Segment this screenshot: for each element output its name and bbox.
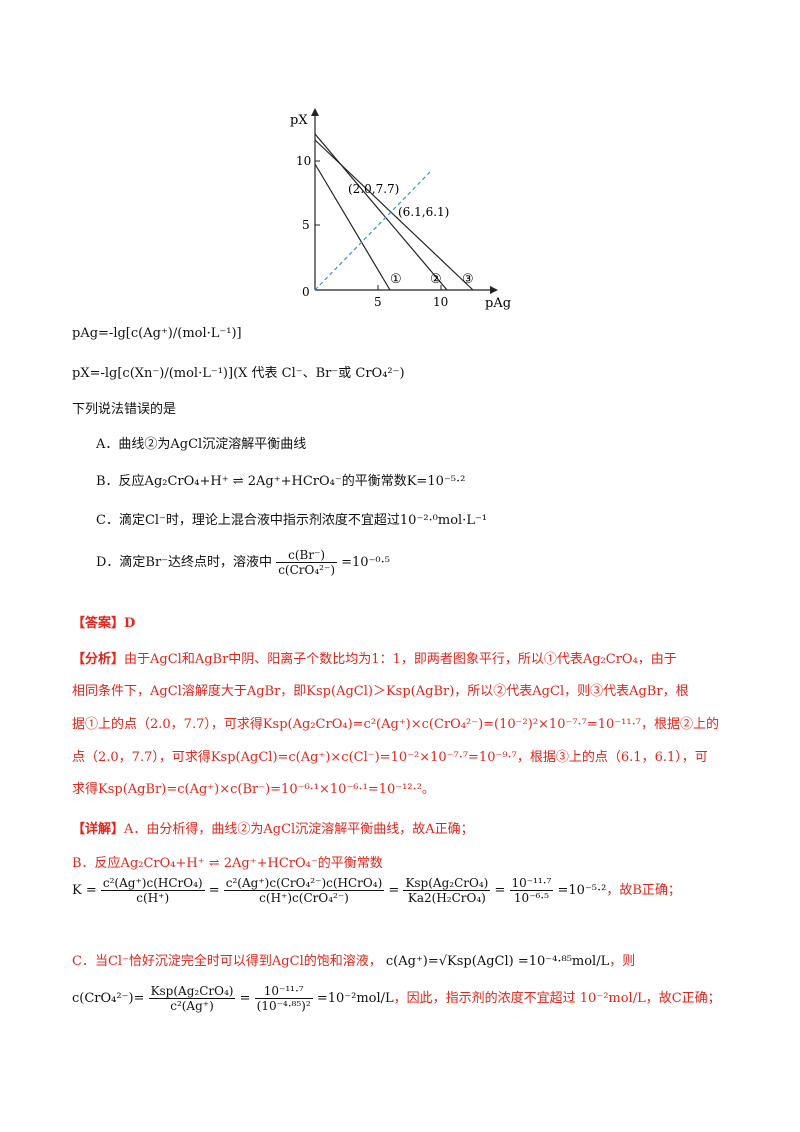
y-axis-label: pX <box>290 113 308 128</box>
y-tick-label-10: 10 <box>296 154 311 168</box>
curve-3 <box>314 139 474 291</box>
analysis-line-5: 求得Ksp(AgBr)=c(Ag⁺)×c(Br⁻)=10⁻⁶·¹×10⁻⁶·¹=… <box>72 782 435 797</box>
answer-tag: 【答案】 <box>72 616 125 631</box>
analysis-tag: 【分析】 <box>72 652 125 667</box>
detail-b-frac-1-num: c²(Ag⁺)c(HCrO₄) <box>100 876 205 891</box>
y-tick-label-0: 0 <box>302 285 310 299</box>
option-d-denominator: c(CrO₄²⁻) <box>278 563 335 577</box>
detail-c-frac-2-den: (10⁻⁴·⁸⁵)² <box>256 999 311 1013</box>
detail-b-k: K = <box>72 883 97 898</box>
detail-b-frac-1: c²(Ag⁺)c(HCrO₄) c(H⁺) <box>100 876 205 905</box>
detail-tag: 【详解】 <box>72 822 125 837</box>
detail-b-result: =10⁻⁵·² <box>557 883 607 898</box>
detail-b-head: B．反应Ag₂CrO₄+H⁺ ⇌ 2Ag⁺+HCrO₄⁻的平衡常数 <box>72 856 383 871</box>
detail-c-lhs: c(CrO₄²⁻)= <box>72 991 145 1006</box>
detail-b-frac-2-den: c(H⁺)c(CrO₄²⁻) <box>259 891 349 905</box>
detail-c-frac-1: Ksp(Ag₂CrO₄) c²(Ag⁺) <box>148 984 236 1013</box>
answer-line: 【答案】D <box>72 612 135 631</box>
option-d: D．滴定Br⁻达终点时，溶液中 c(Br⁻) c(CrO₄²⁻) =10⁻⁰·⁵ <box>96 548 390 577</box>
curve-label-1: ① <box>390 272 402 287</box>
option-a: A．曲线②为AgCl沉淀溶解平衡曲线 <box>96 437 307 452</box>
detail-b-frac-2: c²(Ag⁺)c(CrO₄²⁻)c(HCrO₄) c(H⁺)c(CrO₄²⁻) <box>223 876 385 905</box>
detail-c-head: C．当Cl⁻恰好沉淀完全时可以得到AgCl的饱和溶液， <box>72 954 382 969</box>
x-axis-arrow-icon <box>490 286 498 294</box>
detail-c-frac-2: 10⁻¹¹·⁷ (10⁻⁴·⁸⁵)² <box>254 984 313 1013</box>
def-pag: pAg=-lg[c(Ag⁺)/(mol·L⁻¹)] <box>72 326 242 341</box>
graph-svg: pX pAg 10 5 0 5 10 (2.0,7.7) (6.1,6.1) ①… <box>290 108 511 311</box>
analysis-line-3: 据①上的点（2.0，7.7），可求得Ksp(Ag₂CrO₄)=c²(Ag⁺)×c… <box>72 717 719 732</box>
x-axis-label: pAg <box>485 296 511 311</box>
detail-c-frac-1-den: c²(Ag⁺) <box>170 999 214 1013</box>
answer-value: D <box>124 616 136 631</box>
detail-b-formula: K = c²(Ag⁺)c(HCrO₄) c(H⁺) = c²(Ag⁺)c(CrO… <box>72 876 681 905</box>
option-c: C．滴定Cl⁻时，理论上混合液中指示剂浓度不宜超过10⁻²·⁰mol·L⁻¹ <box>96 513 488 528</box>
option-b: B．反应Ag₂CrO₄+H⁺ ⇌ 2Ag⁺+HCrO₄⁻的平衡常数K=10⁻⁵·… <box>96 474 466 489</box>
detail-line-a: 【详解】A．由分析得，曲线②为AgCl沉淀溶解平衡曲线，故A正确； <box>72 818 474 837</box>
detail-b-frac-3-den: Ka2(H₂CrO₄) <box>407 891 486 905</box>
curve-1 <box>314 163 391 291</box>
detail-b-frac-3-num: Ksp(Ag₂CrO₄) <box>403 876 491 891</box>
detail-b-frac-1-den: c(H⁺) <box>136 891 170 905</box>
detail-a: A．由分析得，曲线②为AgCl沉淀溶解平衡曲线，故A正确； <box>124 822 474 837</box>
point-label-b: (6.1,6.1) <box>398 205 449 219</box>
detail-c-result: =10⁻²mol/L <box>316 991 394 1006</box>
option-d-prefix: D．滴定Br⁻达终点时，溶液中 <box>96 555 273 570</box>
option-d-fraction: c(Br⁻) c(CrO₄²⁻) <box>276 548 337 577</box>
detail-c-eq: c(Ag⁺)=√Ksp(AgCl) =10⁻⁴·⁸⁵mol/L <box>385 954 610 969</box>
detail-b-frac-3: Ksp(Ag₂CrO₄) Ka2(H₂CrO₄) <box>403 876 491 905</box>
precipitation-graph: pX pAg 10 5 0 5 10 (2.0,7.7) (6.1,6.1) ①… <box>280 100 520 315</box>
y-tick-label-5: 5 <box>302 218 310 232</box>
detail-b-frac-4-num: 10⁻¹¹·⁷ <box>509 876 554 891</box>
question-stem: 下列说法错误的是 <box>72 402 177 417</box>
detail-c-line-1: C．当Cl⁻恰好沉淀完全时可以得到AgCl的饱和溶液， c(Ag⁺)=√Ksp(… <box>72 950 635 969</box>
detail-c-then: ，则 <box>609 954 636 969</box>
curve-2 <box>314 133 448 291</box>
detail-b-frac-4-den: 10⁻⁶·⁵ <box>513 891 549 905</box>
detail-b-frac-4: 10⁻¹¹·⁷ 10⁻⁶·⁵ <box>509 876 554 905</box>
x-tick-label-5: 5 <box>374 295 382 309</box>
y-axis-arrow-icon <box>311 108 319 116</box>
detail-c-frac-1-num: Ksp(Ag₂CrO₄) <box>148 984 236 999</box>
def-px: pX=-lg[c(Xn⁻)/(mol·L⁻¹)](X 代表 Cl⁻、Br⁻或 C… <box>72 366 405 381</box>
detail-b-frac-2-num: c²(Ag⁺)c(CrO₄²⁻)c(HCrO₄) <box>223 876 385 891</box>
curve-label-3: ③ <box>462 272 474 287</box>
detail-c-frac-2-num: 10⁻¹¹·⁷ <box>254 984 313 999</box>
analysis-line-4: 点（2.0，7.7），可求得Ksp(AgCl)=c(Ag⁺)×c(Cl⁻)=10… <box>72 750 708 765</box>
detail-c-formula: c(CrO₄²⁻)= Ksp(Ag₂CrO₄) c²(Ag⁺) = 10⁻¹¹·… <box>72 984 721 1013</box>
point-label-a: (2.0,7.7) <box>348 182 399 196</box>
analysis-line-1: 【分析】由于AgCl和AgBr中阴、阳离子个数比均为1：1，即两者图象平行，所以… <box>72 648 677 667</box>
option-d-suffix: =10⁻⁰·⁵ <box>341 555 390 570</box>
option-d-numerator: c(Br⁻) <box>276 548 337 563</box>
analysis-text-1: 由于AgCl和AgBr中阴、阳离子个数比均为1：1，即两者图象平行，所以①代表A… <box>124 652 677 667</box>
detail-c-tail: ，因此，指示剂的浓度不宜超过 10⁻²mol/L，故C正确； <box>393 991 721 1006</box>
analysis-line-2: 相同条件下，AgCl溶解度大于AgBr，即Ksp(AgCl)＞Ksp(AgBr)… <box>72 684 689 699</box>
curve-label-2: ② <box>430 272 442 287</box>
detail-b-tail: ，故B正确； <box>606 883 681 898</box>
x-tick-label-10: 10 <box>433 295 448 309</box>
